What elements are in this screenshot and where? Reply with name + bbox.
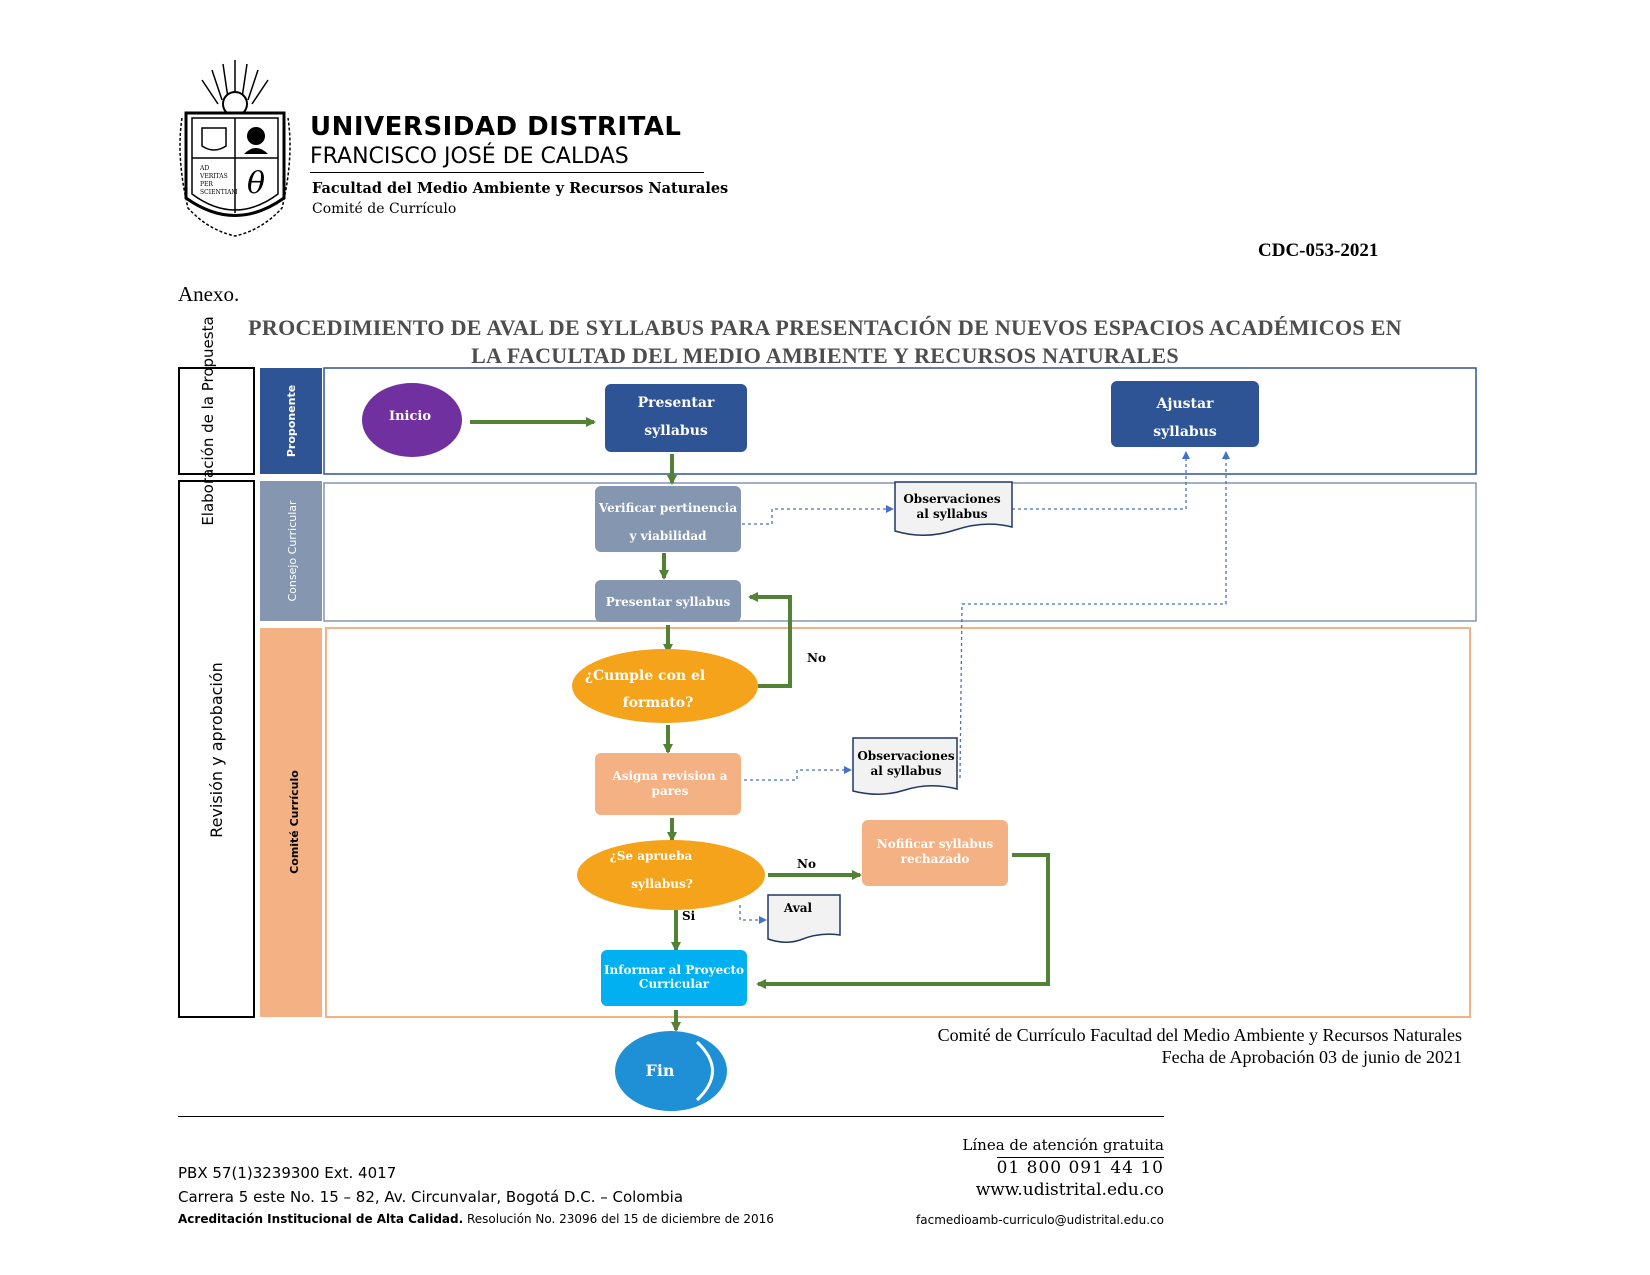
informar-proyecto-box — [601, 950, 747, 1006]
dotted-observaciones2-ajustar — [959, 451, 1230, 779]
svg-text:PER: PER — [200, 181, 213, 188]
presentar-label-2: syllabus — [644, 423, 708, 439]
informar-label-2: Curricular — [639, 977, 710, 991]
end-node-arc — [695, 1040, 714, 1102]
role-bar-proponente — [260, 368, 322, 474]
header-divider — [310, 172, 704, 173]
hotline-number: 01 800 091 44 10 — [996, 1157, 1164, 1178]
accreditation-bold: Acreditación Institucional de Alta Calid… — [178, 1212, 464, 1226]
aval-document — [767, 894, 841, 943]
faculty-name: Facultad del Medio Ambiente y Recursos N… — [312, 180, 729, 197]
dotted-verificar-observaciones — [742, 505, 894, 525]
role-label-proponente: Proponente — [285, 385, 298, 457]
svg-text:VERITAS: VERITAS — [199, 173, 228, 180]
cumple-formato-decision — [572, 649, 758, 723]
role-label-consejo: Consejo Curricular — [286, 500, 299, 602]
approval-note: Comité de Currículo Facultad del Medio A… — [938, 1024, 1462, 1068]
svg-text:θ: θ — [247, 166, 265, 201]
svg-text:SCIENTIAM: SCIENTIAM — [200, 189, 238, 196]
dotted-observaciones-ajustar — [1012, 451, 1190, 510]
website-link[interactable]: www.udistrital.edu.co — [975, 1180, 1164, 1200]
approval-line-1: Comité de Currículo Facultad del Medio A… — [937, 1025, 1462, 1045]
informar-label-1: Informar al Proyecto — [604, 963, 744, 977]
presentar-syllabus-consejo-box — [595, 580, 741, 622]
notificar-label-1: Nofificar syllabus — [877, 837, 994, 851]
aprueba-syllabus-decision — [577, 840, 765, 910]
arrow-notificar-informar — [756, 853, 1050, 989]
accreditation-rest: Resolución No. 23096 del 15 de diciembre… — [463, 1212, 774, 1226]
footer-accreditation: Acreditación Institucional de Alta Calid… — [178, 1212, 774, 1226]
observaciones-document-1 — [894, 481, 1013, 536]
asigna-revision-box — [595, 753, 741, 815]
role-bar-consejo — [260, 481, 322, 621]
university-name: UNIVERSIDAD DISTRITAL — [310, 112, 682, 142]
verificar-label-1: Verificar pertinencia — [598, 501, 737, 515]
verificar-label-2: y viabilidad — [628, 529, 707, 543]
verificar-box — [595, 486, 741, 552]
ajustar-label-2: syllabus — [1153, 424, 1217, 440]
cumple-label-2: formato? — [623, 695, 694, 711]
lane-comite — [325, 627, 1471, 1018]
dotted-asigna-observaciones — [744, 766, 852, 781]
aprueba-label-2: syllabus? — [631, 877, 693, 891]
presentar-label-1: Presentar — [638, 395, 715, 411]
lane-proponente — [323, 367, 1477, 475]
svg-text:AD: AD — [199, 165, 209, 172]
notificar-label-2: rechazado — [901, 852, 970, 866]
annex-label: Anexo. — [178, 282, 240, 306]
end-node — [615, 1031, 727, 1111]
university-subname: FRANCISCO JOSÉ DE CALDAS — [310, 144, 629, 169]
page-title: PROCEDIMIENTO DE AVAL DE SYLLABUS PARA P… — [170, 314, 1480, 370]
title-line-1: PROCEDIMIENTO DE AVAL DE SYLLABUS PARA P… — [248, 315, 1402, 340]
footer-pbx: PBX 57(1)3239300 Ext. 4017 — [178, 1164, 397, 1182]
no-label-2: No — [797, 857, 816, 871]
end-label: Fin — [645, 1061, 674, 1080]
notificar-rechazado-box — [862, 820, 1008, 886]
presentar-syllabus-box — [605, 384, 747, 452]
start-label: Inicio — [389, 409, 431, 424]
ajustar-syllabus-box — [1111, 381, 1259, 447]
footer-divider — [178, 1116, 1164, 1117]
presentar-syllabus-consejo-label: Presentar syllabus — [606, 595, 731, 609]
phase-label-revision: Revisión y aprobación — [207, 662, 226, 838]
approval-line-2: Fecha de Aprobación 03 de junio de 2021 — [1161, 1047, 1462, 1067]
hotline-label: Línea de atención gratuita — [962, 1136, 1164, 1154]
observaciones-1-label-2: al syllabus — [916, 507, 987, 521]
observaciones-2-label-2: al syllabus — [870, 764, 941, 778]
dotted-aprueba-aval — [739, 905, 767, 924]
phase-box-revision — [178, 480, 255, 1018]
asigna-label-2: pares — [652, 784, 689, 798]
start-node — [362, 383, 462, 457]
document-code: CDC-053-2021 — [1258, 240, 1379, 261]
footer-address: Carrera 5 este No. 15 – 82, Av. Circunva… — [178, 1188, 684, 1206]
si-label: Si — [682, 909, 696, 923]
observaciones-document-2 — [852, 737, 958, 795]
ajustar-label-1: Ajustar — [1156, 396, 1215, 412]
lane-consejo — [323, 482, 1477, 622]
email-link[interactable]: facmedioamb-curriculo@udistrital.edu.co — [916, 1213, 1164, 1227]
aval-label: Aval — [783, 901, 813, 915]
cumple-label-1: ¿Cumple con el — [585, 668, 705, 684]
asigna-label-1: Asigna revision a — [611, 769, 727, 783]
observaciones-2-label-1: Observaciones — [857, 749, 955, 763]
committee-name: Comité de Currículo — [312, 201, 457, 217]
title-line-2: LA FACULTAD DEL MEDIO AMBIENTE Y RECURSO… — [471, 343, 1179, 368]
no-label-1: No — [807, 651, 826, 665]
aprueba-label-1: ¿Se aprueba — [610, 849, 693, 863]
observaciones-1-label-1: Observaciones — [903, 492, 1001, 506]
role-bar-comite — [260, 628, 322, 1017]
arrow-cumple-no-loop — [748, 592, 792, 688]
role-label-comite: Comité Currículo — [288, 770, 301, 874]
phase-box-elaboracion — [178, 367, 255, 475]
